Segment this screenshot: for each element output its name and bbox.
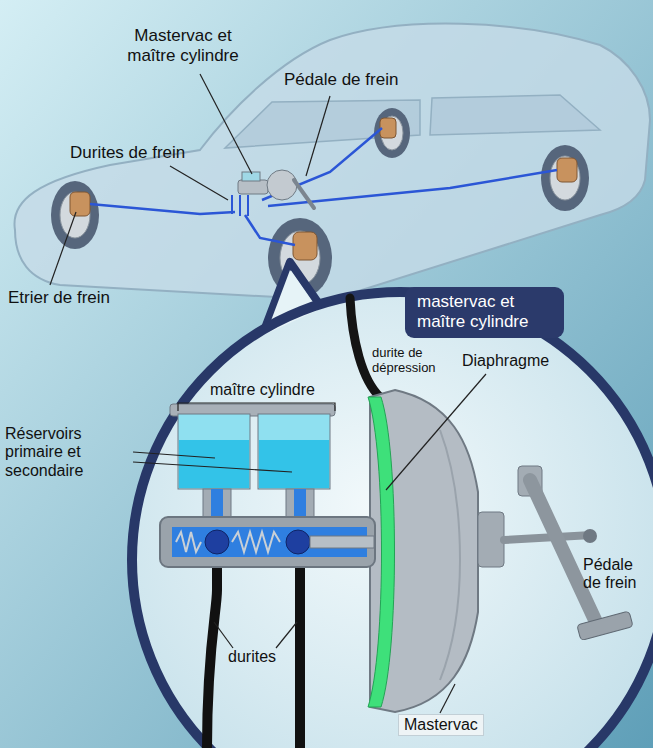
master-cylinder-small <box>231 195 233 214</box>
brake-booster <box>504 535 592 540</box>
part-label: durites <box>228 648 276 666</box>
leader-line <box>133 462 292 472</box>
magnifier <box>132 262 653 748</box>
wheel <box>557 158 577 182</box>
leader-line <box>133 374 486 713</box>
leader-line <box>306 96 330 176</box>
brake-hose <box>295 567 305 748</box>
master-cylinder <box>160 404 375 567</box>
leader-line <box>440 684 455 713</box>
master-cylinder-small <box>247 195 249 216</box>
master-cylinder <box>232 532 280 552</box>
master-cylinder-small <box>238 180 268 194</box>
part-label: maître cylindre <box>210 381 315 399</box>
brake-line <box>245 215 295 245</box>
master-cylinder-small <box>232 170 314 216</box>
master-cylinder <box>286 530 310 554</box>
brake-pedal <box>583 529 597 543</box>
brake-hose <box>207 567 217 748</box>
wheel <box>293 232 317 260</box>
brake-booster <box>440 430 460 680</box>
part-label: Pédale de frein <box>583 556 649 593</box>
brake-pedal <box>577 611 633 640</box>
wheel <box>541 145 589 211</box>
master-cylinder <box>178 414 250 489</box>
master-cylinder <box>179 440 249 488</box>
part-label: Mastervac et maître cylindre <box>108 26 258 65</box>
leader-line <box>200 74 252 174</box>
car-body <box>14 24 650 300</box>
master-cylinder <box>205 530 229 554</box>
master-cylinder <box>211 489 223 517</box>
master-cylinder <box>160 517 375 567</box>
master-cylinder <box>310 536 374 548</box>
master-cylinder <box>294 489 306 517</box>
master-cylinder <box>258 414 330 489</box>
brake-hose <box>207 567 300 748</box>
part-label: Mastervac <box>398 714 484 736</box>
master-cylinder-small <box>239 195 241 216</box>
master-cylinder <box>286 489 314 517</box>
tab-text: mastervac et maître cylindre <box>417 292 552 333</box>
wheel <box>70 192 90 216</box>
brake-line <box>268 170 557 206</box>
title-tab: mastervac et maître cylindre <box>405 287 564 338</box>
part-label: Diaphragme <box>462 352 549 370</box>
master-cylinder <box>176 532 201 552</box>
brake-pedal <box>530 480 596 622</box>
leader-line <box>214 622 233 648</box>
leader-line <box>386 374 486 490</box>
leader-line <box>133 452 215 458</box>
brake-line <box>90 204 235 214</box>
part-label: Réservoirs primaire et secondaire <box>5 425 130 480</box>
leader-line <box>50 74 330 285</box>
wheel <box>550 156 580 200</box>
leader-line <box>178 403 335 411</box>
part-label: Pédale de frein <box>284 70 398 90</box>
master-cylinder <box>259 440 329 488</box>
master-cylinder <box>203 489 231 517</box>
brake-line <box>262 128 382 200</box>
wheel <box>380 118 396 138</box>
wheel <box>51 108 589 298</box>
wheel <box>374 108 410 158</box>
car-body <box>14 24 650 300</box>
magnifier <box>132 292 653 748</box>
magnifier <box>132 292 653 748</box>
brake-pedal <box>518 466 633 640</box>
leader-line <box>276 622 297 648</box>
part-label: Etrier de frein <box>8 288 110 308</box>
leader-line <box>50 212 76 285</box>
part-label: Durites de frein <box>70 143 185 163</box>
master-cylinder-small <box>267 170 297 200</box>
wheel <box>381 116 403 150</box>
leader-line <box>170 166 228 200</box>
part-label: durite de dépression <box>372 346 452 376</box>
car-body <box>430 95 600 135</box>
master-cylinder-small <box>294 180 314 208</box>
